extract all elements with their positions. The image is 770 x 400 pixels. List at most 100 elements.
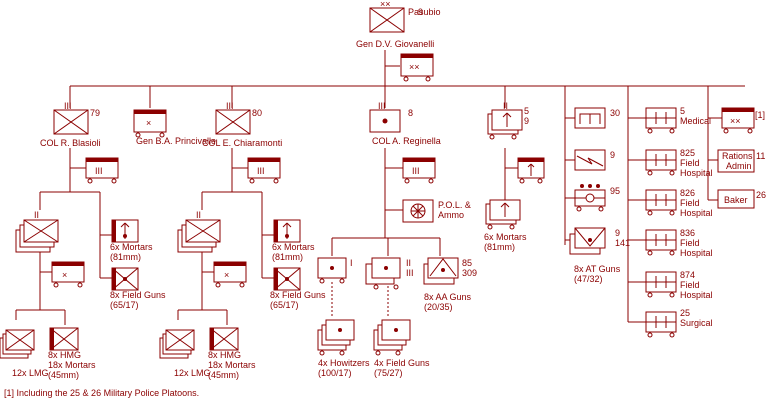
regiment-8-number: 8 bbox=[408, 108, 413, 118]
svg-text:(65/17): (65/17) bbox=[270, 300, 299, 310]
rations-admin: Rations Admin 11 bbox=[717, 149, 765, 173]
regiment-8: III 8 COL A. Reginella bbox=[369, 101, 441, 146]
staff-commander: Gen B.A. Princivalle bbox=[136, 136, 216, 146]
mortar-battalion-hq-vehicle bbox=[517, 157, 545, 184]
svg-text:Hospital: Hospital bbox=[680, 290, 713, 300]
svg-text:12x LMG: 12x LMG bbox=[174, 368, 211, 378]
svg-text:Hospital: Hospital bbox=[680, 168, 713, 178]
svg-text:11: 11 bbox=[756, 151, 765, 161]
svg-text:III: III bbox=[257, 166, 265, 176]
regiment-79-weapons-vehicle: × bbox=[51, 261, 85, 288]
battalion-i: I bbox=[317, 257, 353, 284]
svg-text:(100/17): (100/17) bbox=[318, 368, 352, 378]
signals-unit-9: 9 bbox=[574, 149, 615, 171]
regiment-79-hq-vehicle: III bbox=[85, 157, 119, 184]
regiment-79-lmg: 12x LMG bbox=[0, 329, 49, 378]
aa-battery: 85 309 8x AA Guns (20/35) bbox=[423, 257, 477, 312]
svg-text:(47/32): (47/32) bbox=[574, 274, 603, 284]
regiment-79-hmg: 8x HMG 18x Mortars (45mm) bbox=[48, 327, 96, 380]
medical-5: 5 Medical bbox=[645, 106, 711, 134]
field-guns-75: 4x Field Guns (75/27) bbox=[373, 319, 430, 378]
svg-text:Field: Field bbox=[680, 198, 700, 208]
regiment-79-field-guns: 8x Field Guns (65/17) bbox=[110, 267, 166, 310]
svg-text:III: III bbox=[412, 166, 420, 176]
svg-text:Surgical: Surgical bbox=[680, 318, 713, 328]
mortar-battalion: II 5 9 bbox=[487, 101, 529, 140]
svg-text:Medical: Medical bbox=[680, 116, 711, 126]
svg-text:Hospital: Hospital bbox=[680, 208, 713, 218]
svg-text:9: 9 bbox=[615, 228, 620, 238]
regiment-80-lmg: 12x LMG bbox=[159, 329, 211, 378]
svg-text:III: III bbox=[64, 101, 72, 111]
svg-text:[1]: [1] bbox=[755, 110, 765, 120]
svg-text:(75/27): (75/27) bbox=[374, 368, 403, 378]
surgical-25: 25 Surgical bbox=[645, 308, 713, 338]
svg-text:8x AA Guns: 8x AA Guns bbox=[424, 292, 472, 302]
svg-text:836: 836 bbox=[680, 228, 695, 238]
howitzers: 4x Howitzers (100/17) bbox=[317, 319, 370, 378]
svg-text:III: III bbox=[226, 101, 234, 111]
svg-text:××: ×× bbox=[409, 62, 420, 72]
svg-text:(65/17): (65/17) bbox=[110, 300, 139, 310]
regiment-80-mortars: 6x Mortars (81mm) bbox=[272, 219, 315, 262]
field-hospital-826: 826 Field Hospital bbox=[645, 188, 713, 218]
regiment-80-hq-vehicle: III bbox=[247, 157, 281, 184]
svg-text:Field: Field bbox=[680, 280, 700, 290]
division-commander: Gen D.V. Giovanelli bbox=[356, 39, 434, 49]
svg-text:5: 5 bbox=[680, 106, 685, 116]
svg-text:Ammo: Ammo bbox=[438, 210, 464, 220]
unit-95: 95 bbox=[574, 184, 620, 212]
regiment-80-battalions: II bbox=[177, 210, 221, 253]
regiment-79-battalions: II bbox=[15, 210, 59, 253]
svg-text:18x Mortars: 18x Mortars bbox=[208, 360, 256, 370]
svg-text:85: 85 bbox=[462, 258, 472, 268]
svg-text:4x Field Guns: 4x Field Guns bbox=[374, 358, 430, 368]
regiment-8-hq-vehicle: III bbox=[402, 157, 436, 184]
division-number: 9 bbox=[418, 7, 423, 17]
svg-text:(81mm): (81mm) bbox=[484, 242, 515, 252]
svg-text:6x Mortars: 6x Mortars bbox=[272, 242, 315, 252]
division-label: Pasubio bbox=[408, 7, 441, 17]
svg-text:874: 874 bbox=[680, 270, 695, 280]
svg-text:×: × bbox=[224, 270, 229, 280]
svg-text:Field: Field bbox=[680, 238, 700, 248]
svg-text:II: II bbox=[196, 210, 201, 220]
svg-text:××: ×× bbox=[730, 116, 741, 126]
svg-text:95: 95 bbox=[610, 186, 620, 196]
regiment-80: III 80 COL E. Chiaramonti bbox=[202, 101, 282, 148]
svg-text:Baker: Baker bbox=[724, 195, 748, 205]
svg-text:(20/35): (20/35) bbox=[424, 302, 453, 312]
svg-text:6x Mortars: 6x Mortars bbox=[110, 242, 153, 252]
svg-text:8x HMG: 8x HMG bbox=[48, 350, 81, 360]
svg-text:6x Mortars: 6x Mortars bbox=[484, 232, 527, 242]
regiment-80-commander: COL E. Chiaramonti bbox=[202, 138, 282, 148]
svg-text:30: 30 bbox=[610, 108, 620, 118]
field-hospital-836: 836 Field Hospital bbox=[645, 228, 713, 258]
svg-text:III: III bbox=[406, 268, 414, 278]
svg-text:9: 9 bbox=[524, 116, 529, 126]
svg-text:826: 826 bbox=[680, 188, 695, 198]
regiment-80-weapons-vehicle: × bbox=[213, 261, 247, 288]
svg-text:8x Field Guns: 8x Field Guns bbox=[110, 290, 166, 300]
baker: Baker 26 bbox=[717, 189, 766, 209]
mortar-company: 6x Mortars (81mm) bbox=[484, 199, 527, 252]
svg-text:825: 825 bbox=[680, 148, 695, 158]
svg-text:(45mm): (45mm) bbox=[48, 370, 79, 380]
svg-text:12x LMG: 12x LMG bbox=[12, 368, 49, 378]
regiment-79-mortars: 6x Mortars (81mm) bbox=[110, 219, 153, 262]
staff-unit: × Gen B.A. Princivalle bbox=[133, 109, 216, 146]
svg-text:II: II bbox=[503, 101, 508, 111]
svg-text:II: II bbox=[406, 258, 411, 268]
field-hospital-874: 874 Field Hospital bbox=[645, 270, 713, 300]
regiment-79: III 79 COL R. Blasioli bbox=[40, 101, 101, 148]
svg-text:26: 26 bbox=[756, 190, 766, 200]
svg-text:9: 9 bbox=[610, 150, 615, 160]
svg-text:(81mm): (81mm) bbox=[110, 252, 141, 262]
svg-text:Field: Field bbox=[680, 158, 700, 168]
svg-text:II: II bbox=[34, 210, 39, 220]
regiment-79-number: 79 bbox=[90, 108, 100, 118]
regiment-80-field-guns: 8x Field Guns (65/17) bbox=[270, 267, 326, 310]
svg-text:8x AT Guns: 8x AT Guns bbox=[574, 264, 621, 274]
svg-text:141: 141 bbox=[615, 238, 630, 248]
